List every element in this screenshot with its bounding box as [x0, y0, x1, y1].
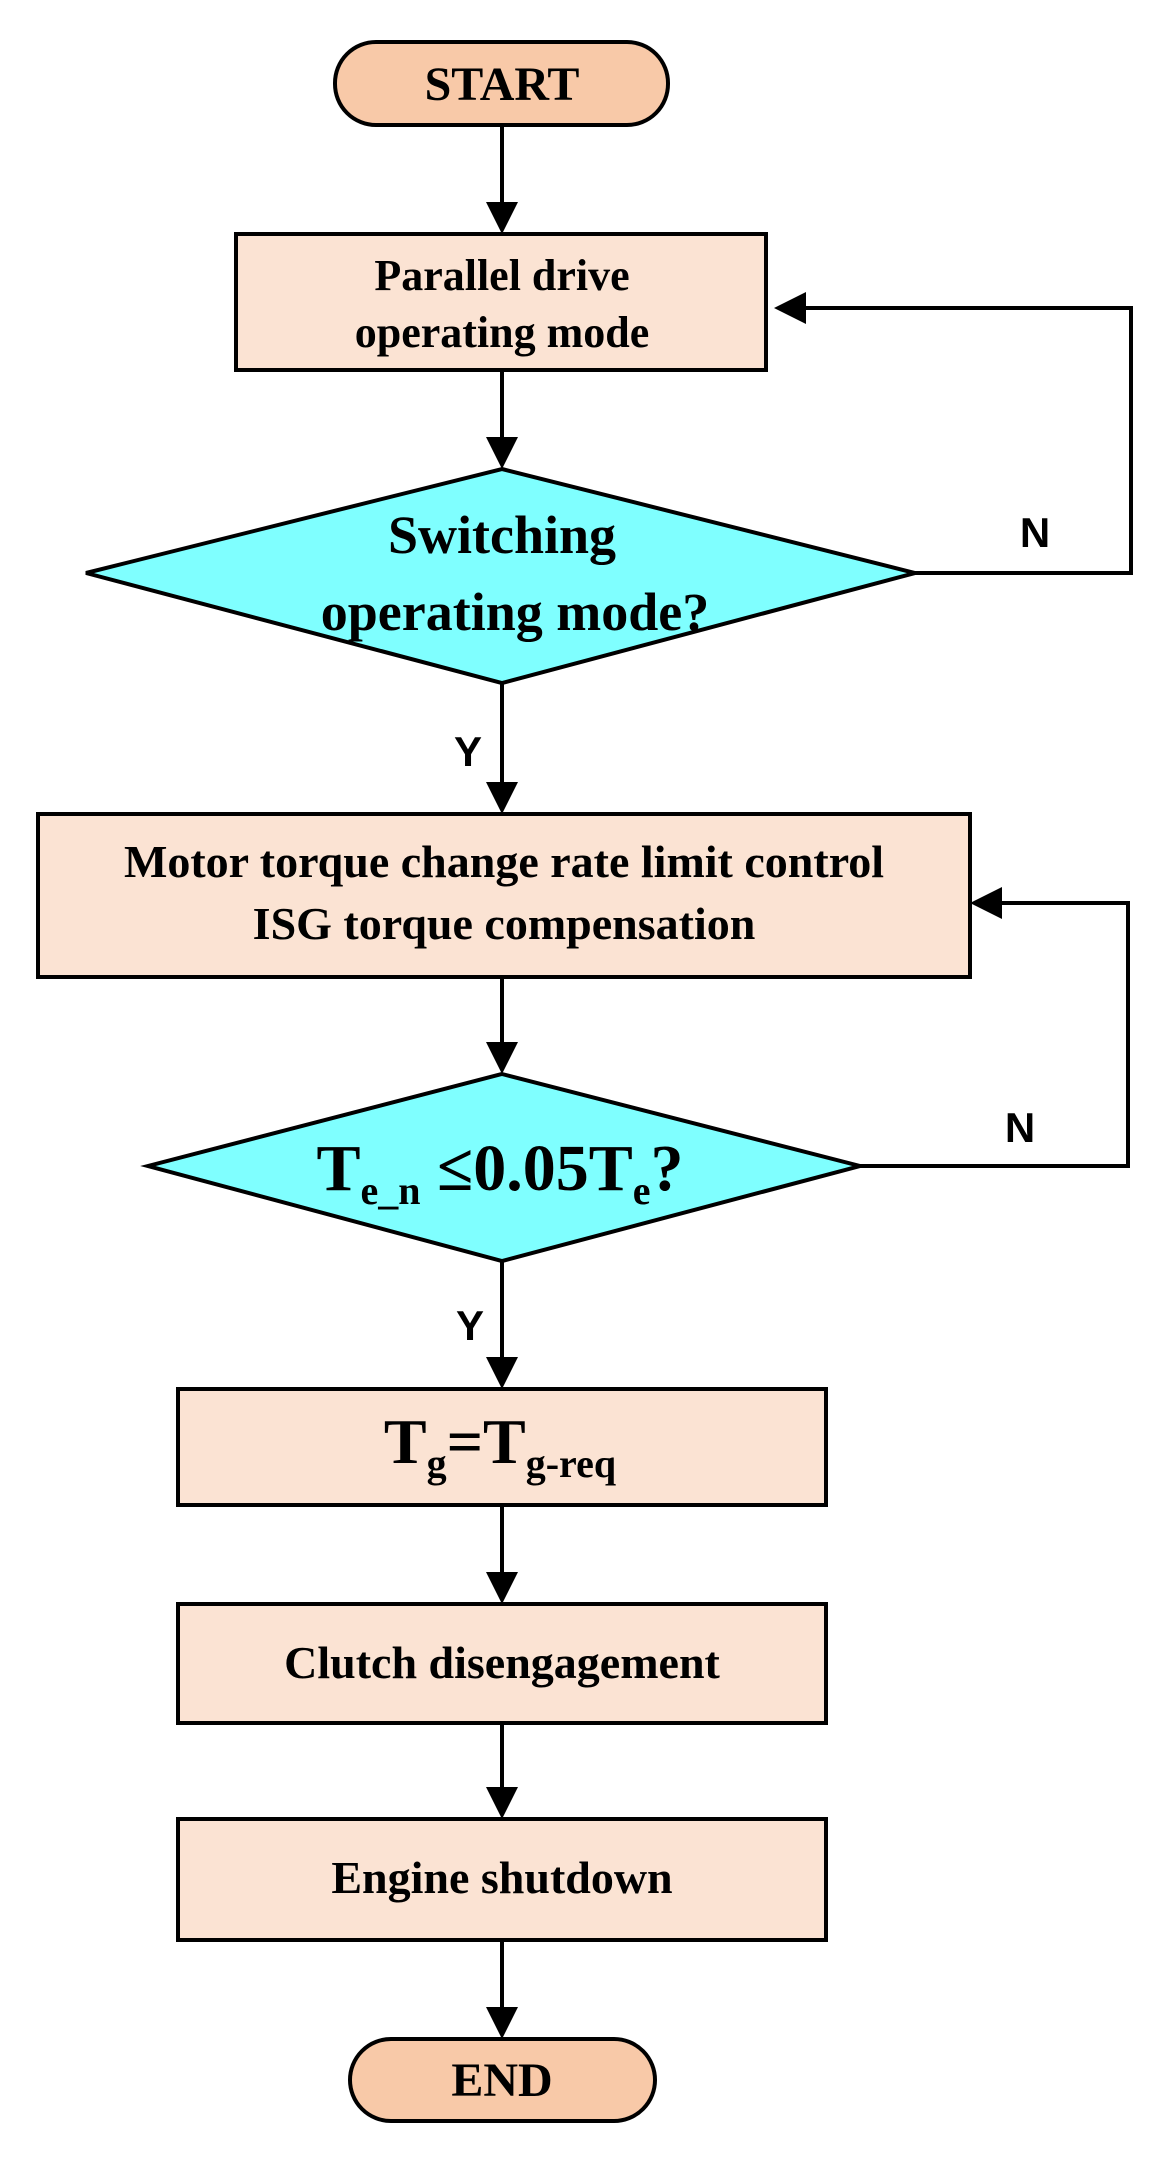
- te-yes-label: Y: [456, 1302, 484, 1349]
- switching-label-line2: operating mode?: [321, 582, 709, 642]
- switching-label-line1: Switching: [388, 505, 616, 565]
- te-threshold-decision: Te_n ≤0.05Te?: [140, 1071, 868, 1264]
- start-terminal: START: [333, 40, 670, 127]
- switching-decision: Switching operating mode?: [85, 466, 923, 686]
- torque-control-label-line2: ISG torque compensation: [253, 898, 756, 949]
- torque-control-label-line1: Motor torque change rate limit control: [124, 836, 884, 887]
- parallel-drive-label-line2: operating mode: [355, 308, 650, 357]
- end-label: END: [451, 2054, 552, 2107]
- parallel-drive-label-line1: Parallel drive: [374, 251, 629, 300]
- switching-no-label: N: [1020, 509, 1050, 556]
- clutch-disengagement-process: Clutch disengagement: [176, 1602, 828, 1725]
- engine-shutdown-label: Engine shutdown: [331, 1852, 672, 1903]
- start-label: START: [425, 58, 580, 111]
- engine-shutdown-process: Engine shutdown: [176, 1817, 828, 1942]
- torque-control-process: Motor torque change rate limit control I…: [36, 812, 972, 979]
- parallel-drive-process: Parallel drive operating mode: [234, 232, 768, 372]
- te-no-label: N: [1005, 1104, 1035, 1151]
- tg-assignment-label: Tg=Tg-req: [384, 1406, 616, 1486]
- end-terminal: END: [348, 2037, 657, 2123]
- te-threshold-label: Te_n ≤0.05Te?: [316, 1132, 683, 1213]
- arrow-switching-no-loop: [774, 292, 1133, 575]
- clutch-disengagement-label: Clutch disengagement: [284, 1637, 720, 1688]
- tg-assignment-process: Tg=Tg-req: [176, 1387, 828, 1507]
- switching-yes-label: Y: [454, 728, 482, 775]
- arrow-te-no-loop: [860, 887, 1130, 1168]
